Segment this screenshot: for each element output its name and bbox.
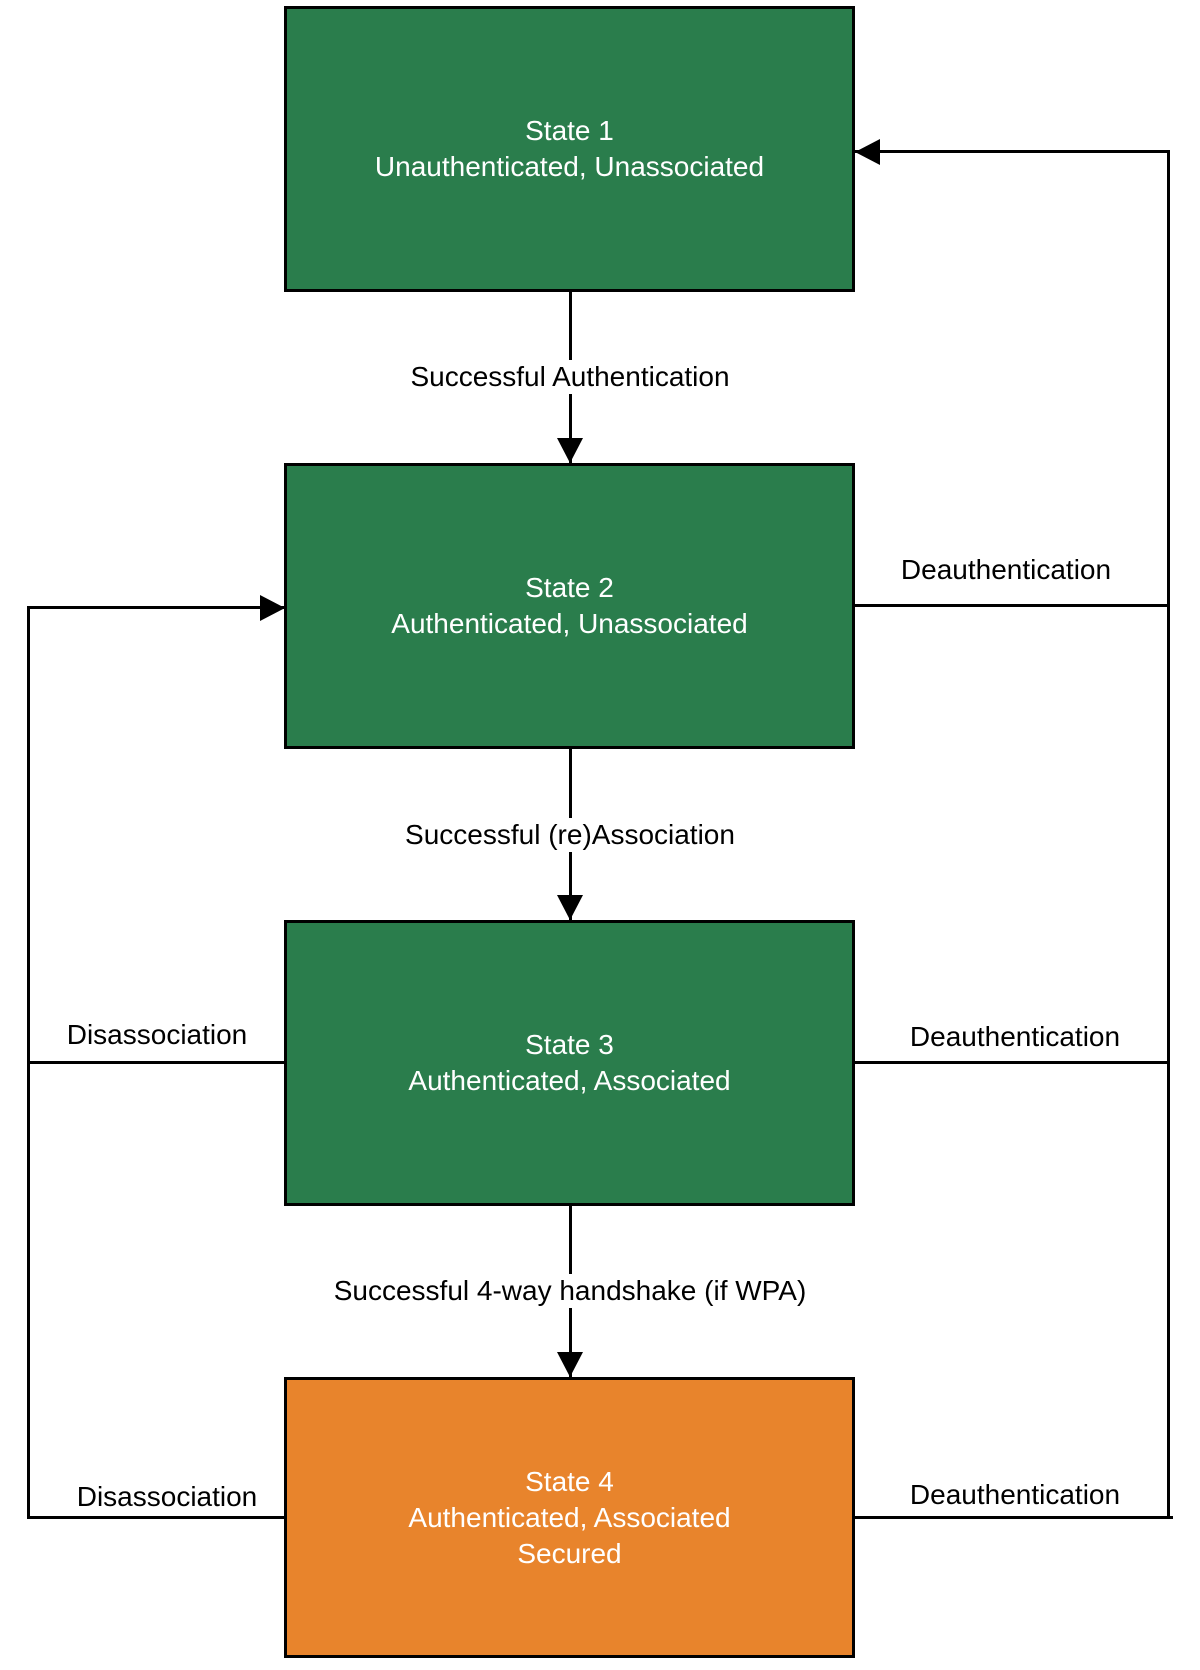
edge-disassoc-state3-line: [27, 1061, 285, 1064]
edge-deauth-state4-label: Deauthentication: [899, 1478, 1131, 1512]
deauth-rail-line: [1167, 150, 1170, 1519]
edge-auth-label: Successful Authentication: [400, 360, 740, 394]
state4-subtitle2: Secured: [517, 1537, 622, 1569]
edge-handshake-label: Successful 4-way handshake (if WPA): [323, 1274, 817, 1308]
edge-disassoc-return-line: [27, 606, 285, 609]
state1-title: State 1: [525, 115, 614, 146]
state3-node: State 3 Authenticated, Associated: [284, 920, 855, 1206]
edge-deauth-return-line: [855, 150, 1167, 153]
arrowhead-right-state2-icon: [260, 595, 285, 621]
arrowhead-down-state4-icon: [557, 1352, 583, 1377]
state4-title: State 4: [525, 1465, 614, 1497]
state3-subtitle: Authenticated, Associated: [408, 1065, 731, 1096]
edge-deauth-state3-line: [855, 1061, 1170, 1064]
state2-subtitle: Authenticated, Unassociated: [391, 608, 748, 639]
arrowhead-left-state1-icon: [855, 139, 880, 165]
edge-deauth-state4-line: [855, 1516, 1173, 1519]
state2-node: State 2 Authenticated, Unassociated: [284, 463, 855, 749]
arrowhead-down-state3-icon: [557, 895, 583, 920]
state2-title: State 2: [525, 572, 614, 603]
edge-disassoc-state4-line: [27, 1516, 285, 1519]
state1-subtitle: Unauthenticated, Unassociated: [374, 151, 765, 182]
state1-node: State 1 Unauthenticated, Unassociated: [284, 6, 855, 292]
state4-node: State 4 Authenticated, Associated Secure…: [284, 1377, 855, 1658]
state3-title: State 3: [525, 1029, 614, 1060]
edge-disassoc-state3-label: Disassociation: [56, 1018, 258, 1052]
edge-disassoc-state4-label: Disassociation: [66, 1480, 268, 1514]
arrowhead-down-state2-icon: [557, 438, 583, 463]
edge-deauth-state3-label: Deauthentication: [899, 1020, 1131, 1054]
edge-deauth-state2-line: [855, 604, 1170, 607]
edge-reassoc-label: Successful (re)Association: [395, 818, 745, 852]
edge-deauth-state2-label: Deauthentication: [890, 553, 1122, 587]
state4-subtitle: Authenticated, Associated: [408, 1501, 731, 1533]
